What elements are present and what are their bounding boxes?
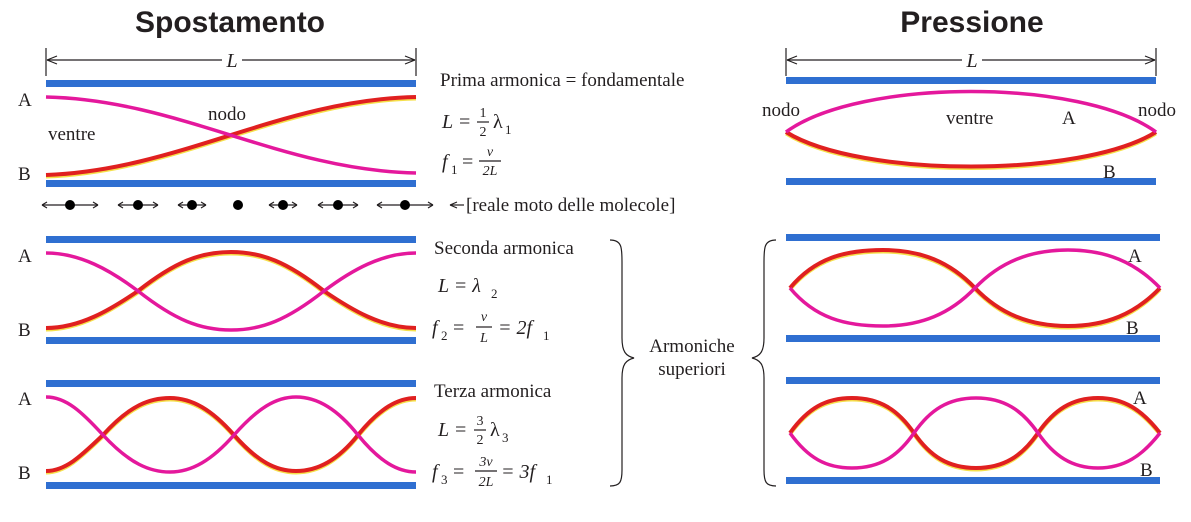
brace-right [751, 239, 777, 487]
first-eq-frequency: f 1 = v 2L [442, 145, 501, 179]
curve-a-second-pressure [788, 248, 1162, 328]
end-label-b-second: B [18, 320, 31, 341]
end-label-a-third: A [18, 389, 32, 410]
brace-left [609, 239, 635, 487]
curve-a-first-pressure [784, 89, 1158, 134]
curve-a-second [45, 251, 417, 332]
svg-text:f: f [432, 461, 440, 483]
svg-text:3: 3 [502, 430, 509, 445]
molecule-dot [278, 200, 288, 210]
displacement-title: Spostamento [135, 6, 325, 39]
curve-a-third-pressure [788, 396, 1162, 470]
molecule-motion-arrowheads [317, 201, 359, 209]
length-dimension-right: L [785, 48, 1157, 76]
tube-second-pressure [786, 234, 1162, 342]
molecule-motion-arrowheads [117, 201, 159, 209]
length-label-right: L [965, 50, 977, 72]
svg-text:2: 2 [477, 433, 484, 448]
molecule-motion-arrowheads [268, 201, 298, 209]
svg-text:3: 3 [477, 414, 484, 429]
svg-text:f: f [442, 151, 450, 173]
molecule-dot [233, 200, 243, 210]
svg-text:1: 1 [543, 328, 550, 343]
curve-a-third [45, 395, 417, 474]
molecule-motion-row [41, 200, 434, 210]
svg-text:= 2f: = 2f [498, 317, 534, 339]
tube-third-pressure [786, 377, 1162, 484]
node-label-first: nodo [208, 104, 246, 125]
svg-text:2: 2 [441, 328, 448, 343]
curve-b-second [45, 249, 417, 330]
svg-text:1: 1 [546, 472, 553, 487]
node-label-left-pressure: nodo [762, 100, 800, 121]
node-label-right-pressure: nodo [1138, 100, 1176, 121]
antinode-label-first: ventre [48, 124, 95, 145]
note-arrow [449, 201, 464, 209]
molecule-motion-arrowheads [41, 201, 99, 209]
svg-text:=: = [453, 317, 464, 339]
third-eq-length: L = 3 2 λ 3 [437, 414, 509, 448]
overtones-label-line2: superiori [658, 359, 726, 380]
end-label-b-second-pressure: B [1126, 318, 1139, 339]
end-label-b-first-pressure: B [1103, 162, 1116, 183]
svg-text:L = λ: L = λ [437, 275, 481, 297]
molecule-dot [333, 200, 343, 210]
length-dimension-left: L [45, 48, 417, 76]
tube-first-displacement [45, 80, 417, 187]
svg-text:v: v [487, 145, 494, 160]
third-eq-frequency: f 3 = 3v 2L = 3f 1 [432, 455, 553, 490]
molecule-dot [400, 200, 410, 210]
molecule-motion-note: [reale moto delle molecole] [466, 195, 675, 216]
svg-text:3v: 3v [478, 455, 493, 470]
antinode-label-pressure: ventre [946, 108, 993, 129]
second-eq-length: L = λ 2 [437, 275, 498, 301]
third-harmonic-title: Terza armonica [434, 381, 552, 402]
svg-text:L: L [479, 331, 488, 346]
svg-text:2L: 2L [479, 475, 494, 490]
svg-text:λ: λ [493, 111, 503, 133]
molecule-motion-arrowheads [177, 201, 207, 209]
svg-text:1: 1 [505, 122, 512, 137]
svg-text:3: 3 [441, 472, 448, 487]
svg-text:2L: 2L [483, 164, 498, 179]
length-label-left: L [225, 50, 237, 72]
svg-text:λ: λ [490, 419, 500, 441]
tube-third-displacement [45, 380, 417, 489]
curve-b-third-pressure [788, 395, 1162, 471]
curve-b-first-pressure [784, 130, 1158, 169]
tube-first-pressure [784, 77, 1158, 185]
molecule-dot [65, 200, 75, 210]
first-harmonic-title: Prima armonica = fondamentale [440, 70, 684, 91]
end-label-a-third-pressure: A [1133, 388, 1147, 409]
molecule-dot [133, 200, 143, 210]
end-label-a-second: A [18, 246, 32, 267]
svg-text:= 3f: = 3f [501, 461, 537, 483]
pressure-title: Pressione [900, 6, 1043, 39]
svg-text:1: 1 [480, 106, 487, 121]
end-label-b-third-pressure: B [1140, 460, 1153, 481]
first-eq-length: L = 1 2 λ 1 [441, 106, 512, 140]
overtones-label-line1: Armoniche [649, 336, 734, 357]
svg-text:2: 2 [480, 125, 487, 140]
svg-text:1: 1 [451, 162, 458, 177]
svg-text:L =: L = [441, 111, 471, 133]
end-label-b-first: B [18, 164, 31, 185]
molecule-motion-arrowheads [376, 201, 434, 209]
svg-text:v: v [481, 310, 488, 325]
svg-text:=: = [453, 461, 464, 483]
end-label-a-first-pressure: A [1062, 108, 1076, 129]
tube-second-displacement [45, 236, 417, 344]
molecule-dot [187, 200, 197, 210]
svg-text:=: = [462, 151, 473, 173]
curve-a-first [45, 95, 417, 175]
svg-text:f: f [432, 317, 440, 339]
second-harmonic-title: Seconda armonica [434, 238, 574, 259]
end-label-b-third: B [18, 463, 31, 484]
svg-text:2: 2 [491, 286, 498, 301]
svg-text:L =: L = [437, 419, 467, 441]
second-eq-frequency: f 2 = v L = 2f 1 [432, 310, 550, 346]
end-label-a-second-pressure: A [1128, 246, 1142, 267]
end-label-a-first: A [18, 90, 32, 111]
